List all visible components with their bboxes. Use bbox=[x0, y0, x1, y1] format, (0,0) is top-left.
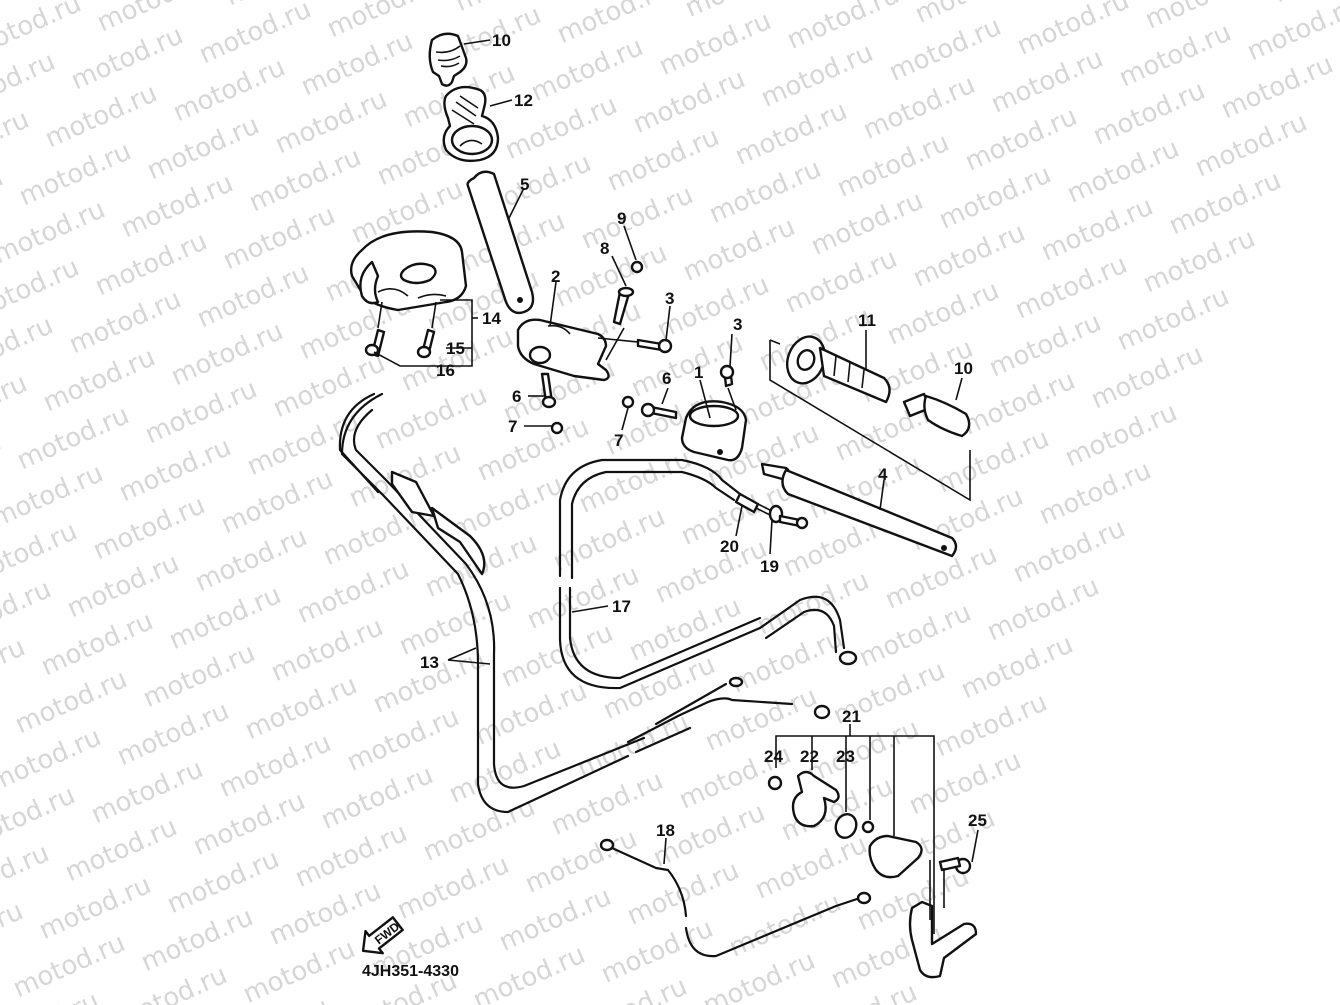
callout-16: 16 bbox=[436, 361, 455, 380]
forward-direction-arrow: FWD bbox=[361, 916, 404, 955]
holder-upper-part bbox=[516, 318, 610, 382]
callout-15: 15 bbox=[446, 339, 465, 358]
callout-23: 23 bbox=[836, 747, 855, 766]
housing-screws bbox=[364, 301, 437, 359]
holder-fasteners bbox=[540, 260, 673, 435]
throttle-grip-part bbox=[442, 85, 500, 163]
callout-5: 5 bbox=[520, 175, 529, 194]
callout-21: 21 bbox=[842, 707, 861, 726]
lever-assembly-part bbox=[767, 770, 978, 979]
switch-housing-part bbox=[349, 230, 468, 312]
callout-18: 18 bbox=[656, 821, 675, 840]
throttle-cables-part bbox=[338, 392, 831, 814]
grip-end-left-part bbox=[428, 32, 468, 87]
callout-6-left: 6 bbox=[512, 387, 521, 406]
callout-4: 4 bbox=[878, 465, 888, 484]
callout-22: 22 bbox=[800, 747, 819, 766]
callout-8: 8 bbox=[600, 239, 609, 258]
callout-6-right: 6 bbox=[662, 369, 671, 388]
callout-3-lower: 3 bbox=[733, 315, 742, 334]
drawing-code: 4JH351-4330 bbox=[362, 963, 459, 980]
callout-1: 1 bbox=[694, 363, 703, 382]
callout-20: 20 bbox=[720, 537, 739, 556]
callout-17: 17 bbox=[612, 597, 631, 616]
callout-7-left: 7 bbox=[508, 417, 517, 436]
handlebar-right-part bbox=[760, 462, 958, 558]
callout-12: 12 bbox=[514, 91, 533, 110]
callout-3-upper: 3 bbox=[665, 289, 674, 308]
callout-10-right: 10 bbox=[954, 359, 973, 378]
holder-lower-part bbox=[621, 364, 748, 462]
handlebar-left-part bbox=[466, 170, 535, 315]
callout-13: 13 bbox=[420, 653, 439, 672]
callout-labels: 10 12 5 9 8 2 3 14 15 16 6 7 3 6 1 7 11 … bbox=[420, 31, 987, 840]
choke-cable-part bbox=[599, 838, 872, 958]
callout-7-right: 7 bbox=[614, 431, 623, 450]
callout-24: 24 bbox=[764, 747, 783, 766]
clutch-cable-part bbox=[558, 458, 858, 690]
callout-14: 14 bbox=[482, 309, 501, 328]
callout-9: 9 bbox=[617, 209, 626, 228]
callout-25: 25 bbox=[968, 811, 987, 830]
callout-10-left: 10 bbox=[492, 31, 511, 50]
callout-11: 11 bbox=[858, 311, 876, 330]
callout-19: 19 bbox=[760, 557, 779, 576]
cable-adjuster-part bbox=[734, 492, 809, 530]
callout-2: 2 bbox=[551, 267, 560, 286]
leader-lines bbox=[373, 39, 979, 934]
right-grip-part bbox=[769, 335, 971, 502]
